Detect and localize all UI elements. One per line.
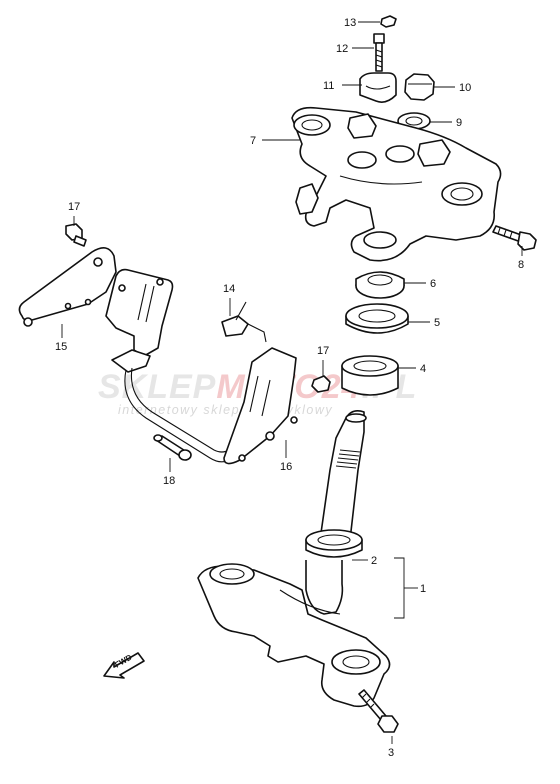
callout-5: 5 <box>434 317 440 329</box>
watermark-brand-prefix: SKLEP <box>98 368 216 406</box>
callout-9: 9 <box>456 117 462 129</box>
part-5-seal <box>345 303 409 334</box>
part-17-bolt-upper <box>65 223 87 247</box>
callout-12: 12 <box>336 43 348 55</box>
callout-4: 4 <box>420 363 426 375</box>
callout-10: 10 <box>459 82 471 94</box>
part-12-bolt <box>373 33 385 72</box>
callout-16: 16 <box>280 461 292 473</box>
callout-3: 3 <box>388 747 394 759</box>
callout-1: 1 <box>420 583 426 595</box>
part-14-bracket <box>221 301 267 343</box>
callout-17-lower: 17 <box>317 345 329 357</box>
part-13-cap <box>380 15 397 28</box>
part-11-clamp <box>359 72 397 103</box>
part-2-lower-bearing <box>305 529 363 558</box>
callout-14: 14 <box>223 283 235 295</box>
callout-18: 18 <box>163 475 175 487</box>
part-4-race <box>341 355 399 396</box>
part-18-pin <box>153 434 192 461</box>
part-8-bolt <box>492 225 537 251</box>
part-7-upper-bracket <box>291 106 502 262</box>
callout-numbers: 13 12 11 10 9 7 8 6 5 4 17 15 14 16 17 1… <box>55 17 524 759</box>
forward-direction-marker: FWD <box>103 652 145 679</box>
part-left-stay <box>105 268 174 373</box>
part-1-lower-bracket <box>197 560 391 708</box>
callout-17-upper: 17 <box>68 201 80 213</box>
callout-13: 13 <box>344 17 356 29</box>
callout-2: 2 <box>371 555 377 567</box>
part-17-bolt-lower <box>311 375 331 393</box>
part-6-bearing <box>355 271 405 299</box>
callout-6: 6 <box>430 278 436 290</box>
callout-7: 7 <box>250 135 256 147</box>
callout-11: 11 <box>323 80 334 92</box>
part-16-mount-bracket <box>223 347 298 465</box>
callout-15: 15 <box>55 341 67 353</box>
watermark-tagline: internetowy sklep motocyklowy <box>118 403 333 417</box>
part-10-nut <box>404 73 435 101</box>
leader-lines <box>61 21 523 744</box>
callout-8: 8 <box>518 259 524 271</box>
part-15-plate <box>18 247 117 327</box>
part-3-bolt <box>358 689 399 733</box>
